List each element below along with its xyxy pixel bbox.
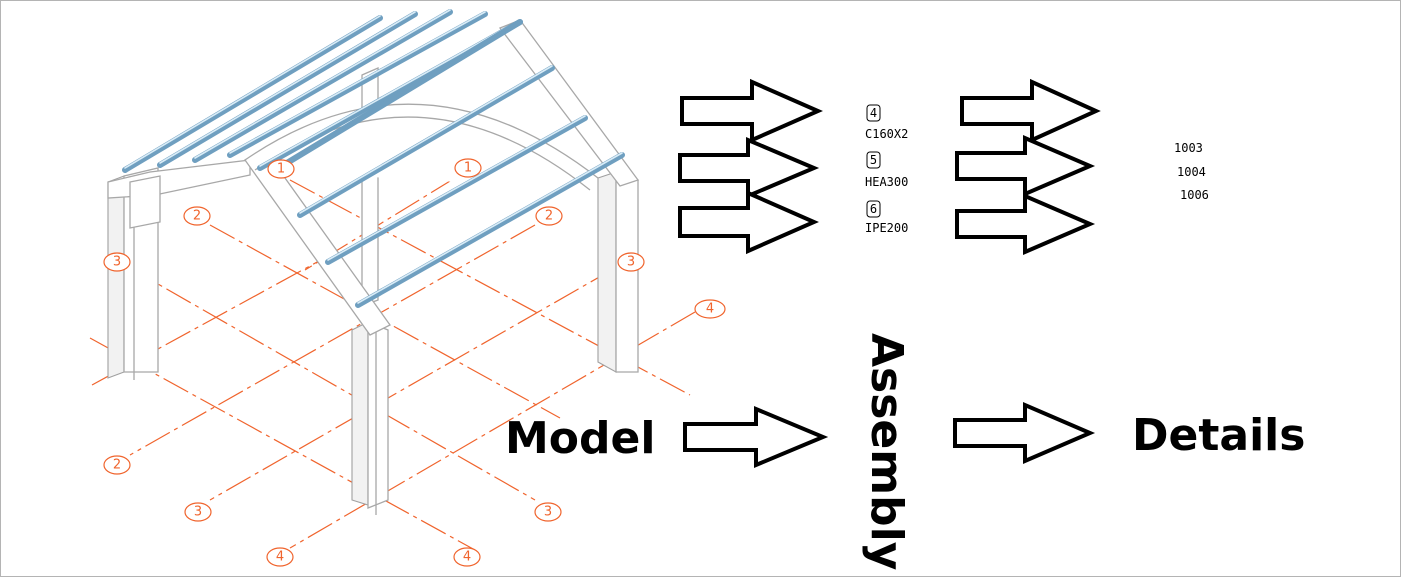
part-profile: C160X2 — [865, 127, 908, 141]
detail-number: 1004 — [1177, 165, 1206, 179]
part-profile: HEA300 — [865, 175, 908, 189]
grid-bubble: 1 — [454, 158, 482, 178]
left-column — [107, 175, 125, 379]
part-number-box — [866, 151, 881, 169]
grid-bubble: 4 — [266, 547, 294, 567]
svg-text:3: 3 — [194, 505, 202, 520]
purlin-left-3-hl — [194, 9, 451, 159]
arrow-right-icon — [955, 134, 1096, 198]
part-number-box — [866, 200, 881, 218]
detail-list: 1003 1004 1006 — [1174, 141, 1209, 202]
part-number: 6 — [870, 202, 877, 216]
purlin-left-4-hl — [229, 11, 486, 154]
svg-text:1: 1 — [464, 161, 472, 176]
svg-text:2: 2 — [193, 209, 201, 224]
part-list: 4 C160X2 5 HEA300 6 IPE200 — [865, 104, 908, 235]
grid-bubble: 4 — [694, 299, 726, 319]
svg-text:3: 3 — [544, 505, 552, 520]
svg-text:3: 3 — [627, 255, 635, 270]
part-item: 6 IPE200 — [865, 200, 908, 235]
purlin-left-3 — [192, 9, 453, 163]
svg-text:2: 2 — [113, 458, 121, 473]
right-column-flange — [615, 171, 639, 373]
arrow-right-icon — [960, 78, 1101, 144]
purlin-right-1 — [297, 65, 555, 218]
model-purlins — [122, 9, 625, 308]
purlin-right-2 — [325, 115, 588, 265]
purlin-left-2 — [157, 11, 418, 168]
arrow-right-icon — [680, 78, 823, 144]
purlin-left-4 — [227, 11, 488, 158]
grid-bubble: 2 — [535, 206, 563, 226]
grid-bubble: 3 — [184, 502, 212, 522]
purlin-left-2-hl — [159, 11, 416, 164]
part-number: 5 — [870, 153, 877, 167]
purlin-right-3 — [355, 152, 625, 308]
grid-bubble: 3 — [534, 502, 562, 522]
grid-bubble: 1 — [267, 159, 295, 179]
purlin-left-5-hl — [259, 19, 521, 167]
middle-column-flange — [367, 321, 389, 509]
model-grid-bubbles: 1 1 2 2 3 3 4 2 3 3 4 4 — [103, 158, 726, 567]
detail-number: 1003 — [1174, 141, 1203, 155]
svg-text:3: 3 — [113, 255, 121, 270]
grid-line-3b — [209, 267, 616, 501]
grid-bubble: 3 — [103, 252, 131, 272]
details-label: Details — [1132, 410, 1305, 461]
purlin-right-3-hl — [357, 152, 623, 304]
part-item: 5 HEA300 — [865, 151, 908, 189]
arrow-right-icon — [953, 401, 1096, 465]
svg-text:4: 4 — [276, 550, 284, 565]
part-profile: IPE200 — [865, 221, 908, 235]
part-number: 4 — [870, 106, 877, 120]
grid-line-2a — [209, 224, 561, 419]
model-label: Model — [505, 413, 655, 464]
arrow-right-icon — [955, 192, 1096, 256]
purlin-right-2-hl — [327, 115, 586, 261]
arrow-right-icon — [683, 405, 829, 469]
grid-bubble: 3 — [617, 252, 645, 272]
model-steel-frame — [107, 19, 640, 515]
grid-bubble: 4 — [453, 547, 481, 567]
purlin-left-1-hl — [124, 15, 381, 169]
left-haunch — [129, 175, 161, 229]
svg-text:4: 4 — [463, 550, 471, 565]
right-column — [597, 171, 617, 373]
purlin-ridge — [269, 19, 523, 175]
purlin-right-1-hl — [299, 65, 553, 214]
grid-bubble: 2 — [103, 455, 131, 475]
svg-text:1: 1 — [277, 162, 285, 177]
part-number-box — [866, 104, 881, 122]
purlin-left-1 — [122, 15, 383, 173]
flow-arrows — [678, 78, 1101, 469]
arrow-right-icon — [678, 136, 820, 200]
grid-line-3a — [129, 267, 536, 501]
detail-number: 1006 — [1180, 188, 1209, 202]
assembly-label: Assembly — [861, 333, 912, 570]
part-item: 4 C160X2 — [865, 104, 908, 141]
grid-bubble: 2 — [183, 206, 211, 226]
grid-line-2b — [129, 224, 536, 456]
middle-column — [351, 321, 369, 506]
grid-line-4a — [89, 337, 476, 551]
svg-text:4: 4 — [706, 302, 714, 317]
arrow-right-icon — [678, 189, 819, 255]
svg-text:2: 2 — [545, 209, 553, 224]
